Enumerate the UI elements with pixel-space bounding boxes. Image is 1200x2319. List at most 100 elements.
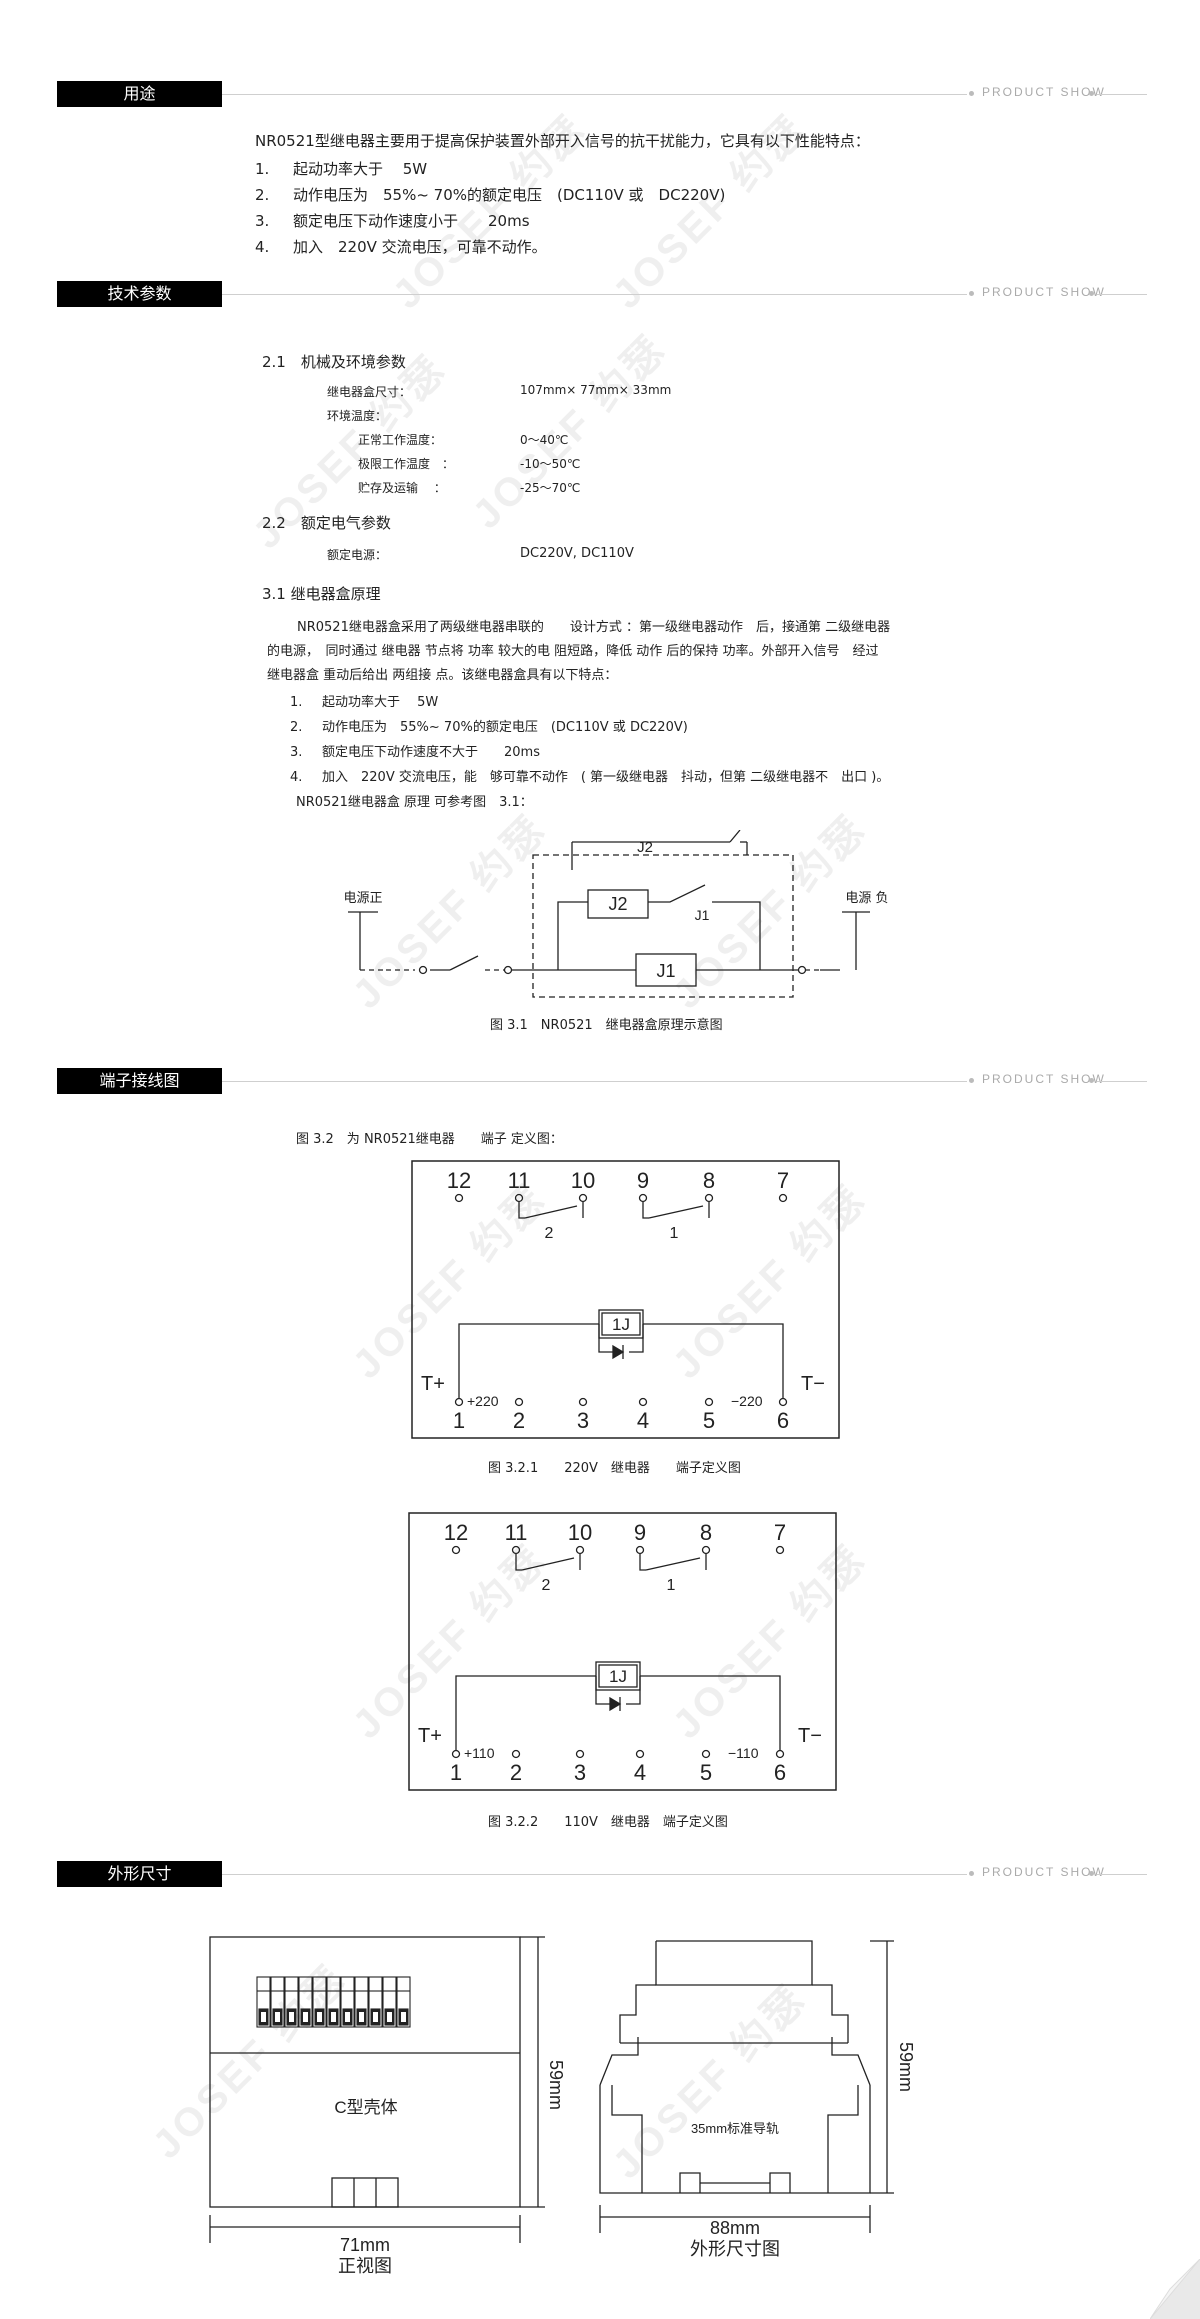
list-item: 2.动作电压为 55%~ 70%的额定电压 (DC110V 或 DC220V)	[255, 186, 726, 204]
terminal-block	[382, 1976, 397, 2028]
terminal-dot	[511, 1545, 521, 1555]
front-view-caption: 正视图	[338, 2256, 392, 2275]
dot-icon	[1089, 291, 1094, 296]
terminal-intro: 图 3.2 为 NR0521继电器 端子 定义图：	[296, 1132, 563, 1147]
section-title: 端子接线图	[57, 1068, 222, 1094]
box-size-value: 107mm× 77mm× 33mm	[520, 383, 672, 397]
power-negative-label: 电源 负	[845, 891, 888, 906]
terminal-dot	[775, 1749, 785, 1759]
terminal-number: 12	[444, 1520, 468, 1545]
terminal-number: 2	[510, 1760, 522, 1785]
list-item: 3.额定电压下动作速度小于 20ms	[255, 212, 530, 230]
section-header-terminal: 端子接线图 PRODUCT SHOW	[57, 1068, 1147, 1094]
terminal-number: 9	[634, 1520, 646, 1545]
terminal-dot	[635, 1545, 645, 1555]
terminal-number: 4	[637, 1408, 649, 1433]
dot-icon	[1089, 1078, 1094, 1083]
list-item: 1.起动功率大于 5W	[290, 695, 439, 710]
dot-icon	[1089, 1871, 1094, 1876]
terminal-dot	[635, 1749, 645, 1759]
env-row-label: 正常工作温度：	[358, 433, 443, 447]
terminal-number: 6	[777, 1408, 789, 1433]
list-item: 4.加入 220V 交流电压，可靠不动作。	[255, 238, 547, 256]
usage-list: 1.起动功率大于 5W 2.动作电压为 55%~ 70%的额定电压 (DC110…	[255, 158, 725, 262]
list-item: 2.动作电压为 55%~ 70%的额定电压 (DC110V 或 DC220V)	[290, 720, 688, 735]
terminal-dot	[778, 1193, 788, 1203]
front-width-label: 71mm	[340, 2235, 390, 2255]
terminal-number: 8	[703, 1168, 715, 1193]
terminal-number: 8	[700, 1520, 712, 1545]
list-item: 1.起动功率大于 5W	[255, 160, 428, 178]
terminal-number: 1	[450, 1760, 462, 1785]
terminal-block	[284, 1976, 299, 2028]
t-minus-label: T−	[801, 1373, 825, 1395]
j1-box-label: J1	[656, 961, 675, 981]
terminal-number: 3	[574, 1760, 586, 1785]
section-header-usage: 用途 PRODUCT SHOW	[57, 81, 1147, 107]
terminal-block	[354, 1976, 369, 2028]
terminal-number: 10	[568, 1520, 592, 1545]
contact-label: 2	[542, 1577, 551, 1594]
terminal-dot	[701, 1545, 711, 1555]
rated-value: DC220V, DC110V	[520, 546, 634, 561]
plus-voltage-label: +220	[467, 1393, 499, 1409]
terminal-block	[368, 1976, 383, 2028]
section-header-tech: 技术参数 PRODUCT SHOW	[57, 281, 1147, 307]
j2-box-label: J2	[608, 894, 627, 914]
terminal-number: 7	[777, 1168, 789, 1193]
terminal-number: 11	[505, 1520, 528, 1545]
section-header-dimensions: 外形尺寸 PRODUCT SHOW	[57, 1861, 1147, 1887]
terminal-dot	[575, 1545, 585, 1555]
terminal-block	[396, 1976, 411, 2028]
terminal-number: 2	[513, 1408, 525, 1433]
figure-caption: 图 3.1 NR0521 继电器盒原理示意图	[490, 1018, 723, 1033]
minus-voltage-label: −110	[728, 1745, 759, 1761]
terminal-dot	[575, 1749, 585, 1759]
usage-intro: NR0521型继电器主要用于提高保护装置外部开入信号的抗干扰能力，它具有以下性能…	[255, 132, 870, 150]
subheading-electrical: 2.2 额定电气参数	[262, 514, 391, 532]
dot-icon	[969, 1078, 974, 1083]
env-row-value: 0～40℃	[520, 433, 569, 447]
section-title: 技术参数	[57, 281, 222, 307]
j1-contact-label: J1	[695, 907, 710, 923]
coil-label: 1J	[612, 1315, 630, 1334]
section-title: 用途	[57, 81, 222, 107]
coil-label: 1J	[609, 1667, 627, 1686]
figure-caption: 图 3.2.2 110V 继电器 端子定义图	[488, 1815, 728, 1830]
side-height-label: 59mm	[896, 2042, 916, 2092]
terminal-dot	[451, 1545, 461, 1555]
contact-label: 2	[545, 1225, 554, 1242]
terminal-number: 1	[453, 1408, 465, 1433]
subheading-mechanical: 2.1 机械及环境参数	[262, 353, 406, 371]
terminal-dot	[778, 1397, 788, 1407]
terminal-number: 4	[634, 1760, 646, 1785]
terminal-dot	[514, 1397, 524, 1407]
section-tag: PRODUCT SHOW	[982, 85, 1106, 99]
terminal-block	[340, 1976, 355, 2028]
terminal-number: 9	[637, 1168, 649, 1193]
terminal-number: 12	[447, 1168, 471, 1193]
diagram-reference: NR0521继电器盒 原理 可参考图 3.1：	[296, 795, 533, 810]
box-size-label: 继电器盒尺寸：	[327, 385, 412, 399]
terminal-dot	[775, 1545, 785, 1555]
subheading-principle: 3.1 继电器盒原理	[262, 585, 381, 603]
front-height-label: 59mm	[546, 2060, 566, 2110]
terminal-dot	[578, 1397, 588, 1407]
t-plus-label: T+	[421, 1373, 445, 1395]
env-row-label: 极限工作温度 ：	[358, 457, 455, 471]
rated-label: 额定电源：	[327, 548, 388, 562]
page-curl-decoration	[1150, 2259, 1200, 2319]
j2-top-label: J2	[637, 839, 653, 856]
section-title: 外形尺寸	[57, 1861, 222, 1887]
terminal-number: 3	[577, 1408, 589, 1433]
dot-icon	[1089, 91, 1094, 96]
minus-voltage-label: −220	[731, 1393, 763, 1409]
t-minus-label: T−	[798, 1725, 822, 1747]
terminal-number: 5	[703, 1408, 715, 1433]
power-positive-label: 电源正	[343, 891, 382, 906]
watermark: JOSEF 约瑟	[464, 326, 676, 538]
t-plus-label: T+	[418, 1725, 442, 1747]
env-label: 环境温度：	[327, 409, 388, 423]
